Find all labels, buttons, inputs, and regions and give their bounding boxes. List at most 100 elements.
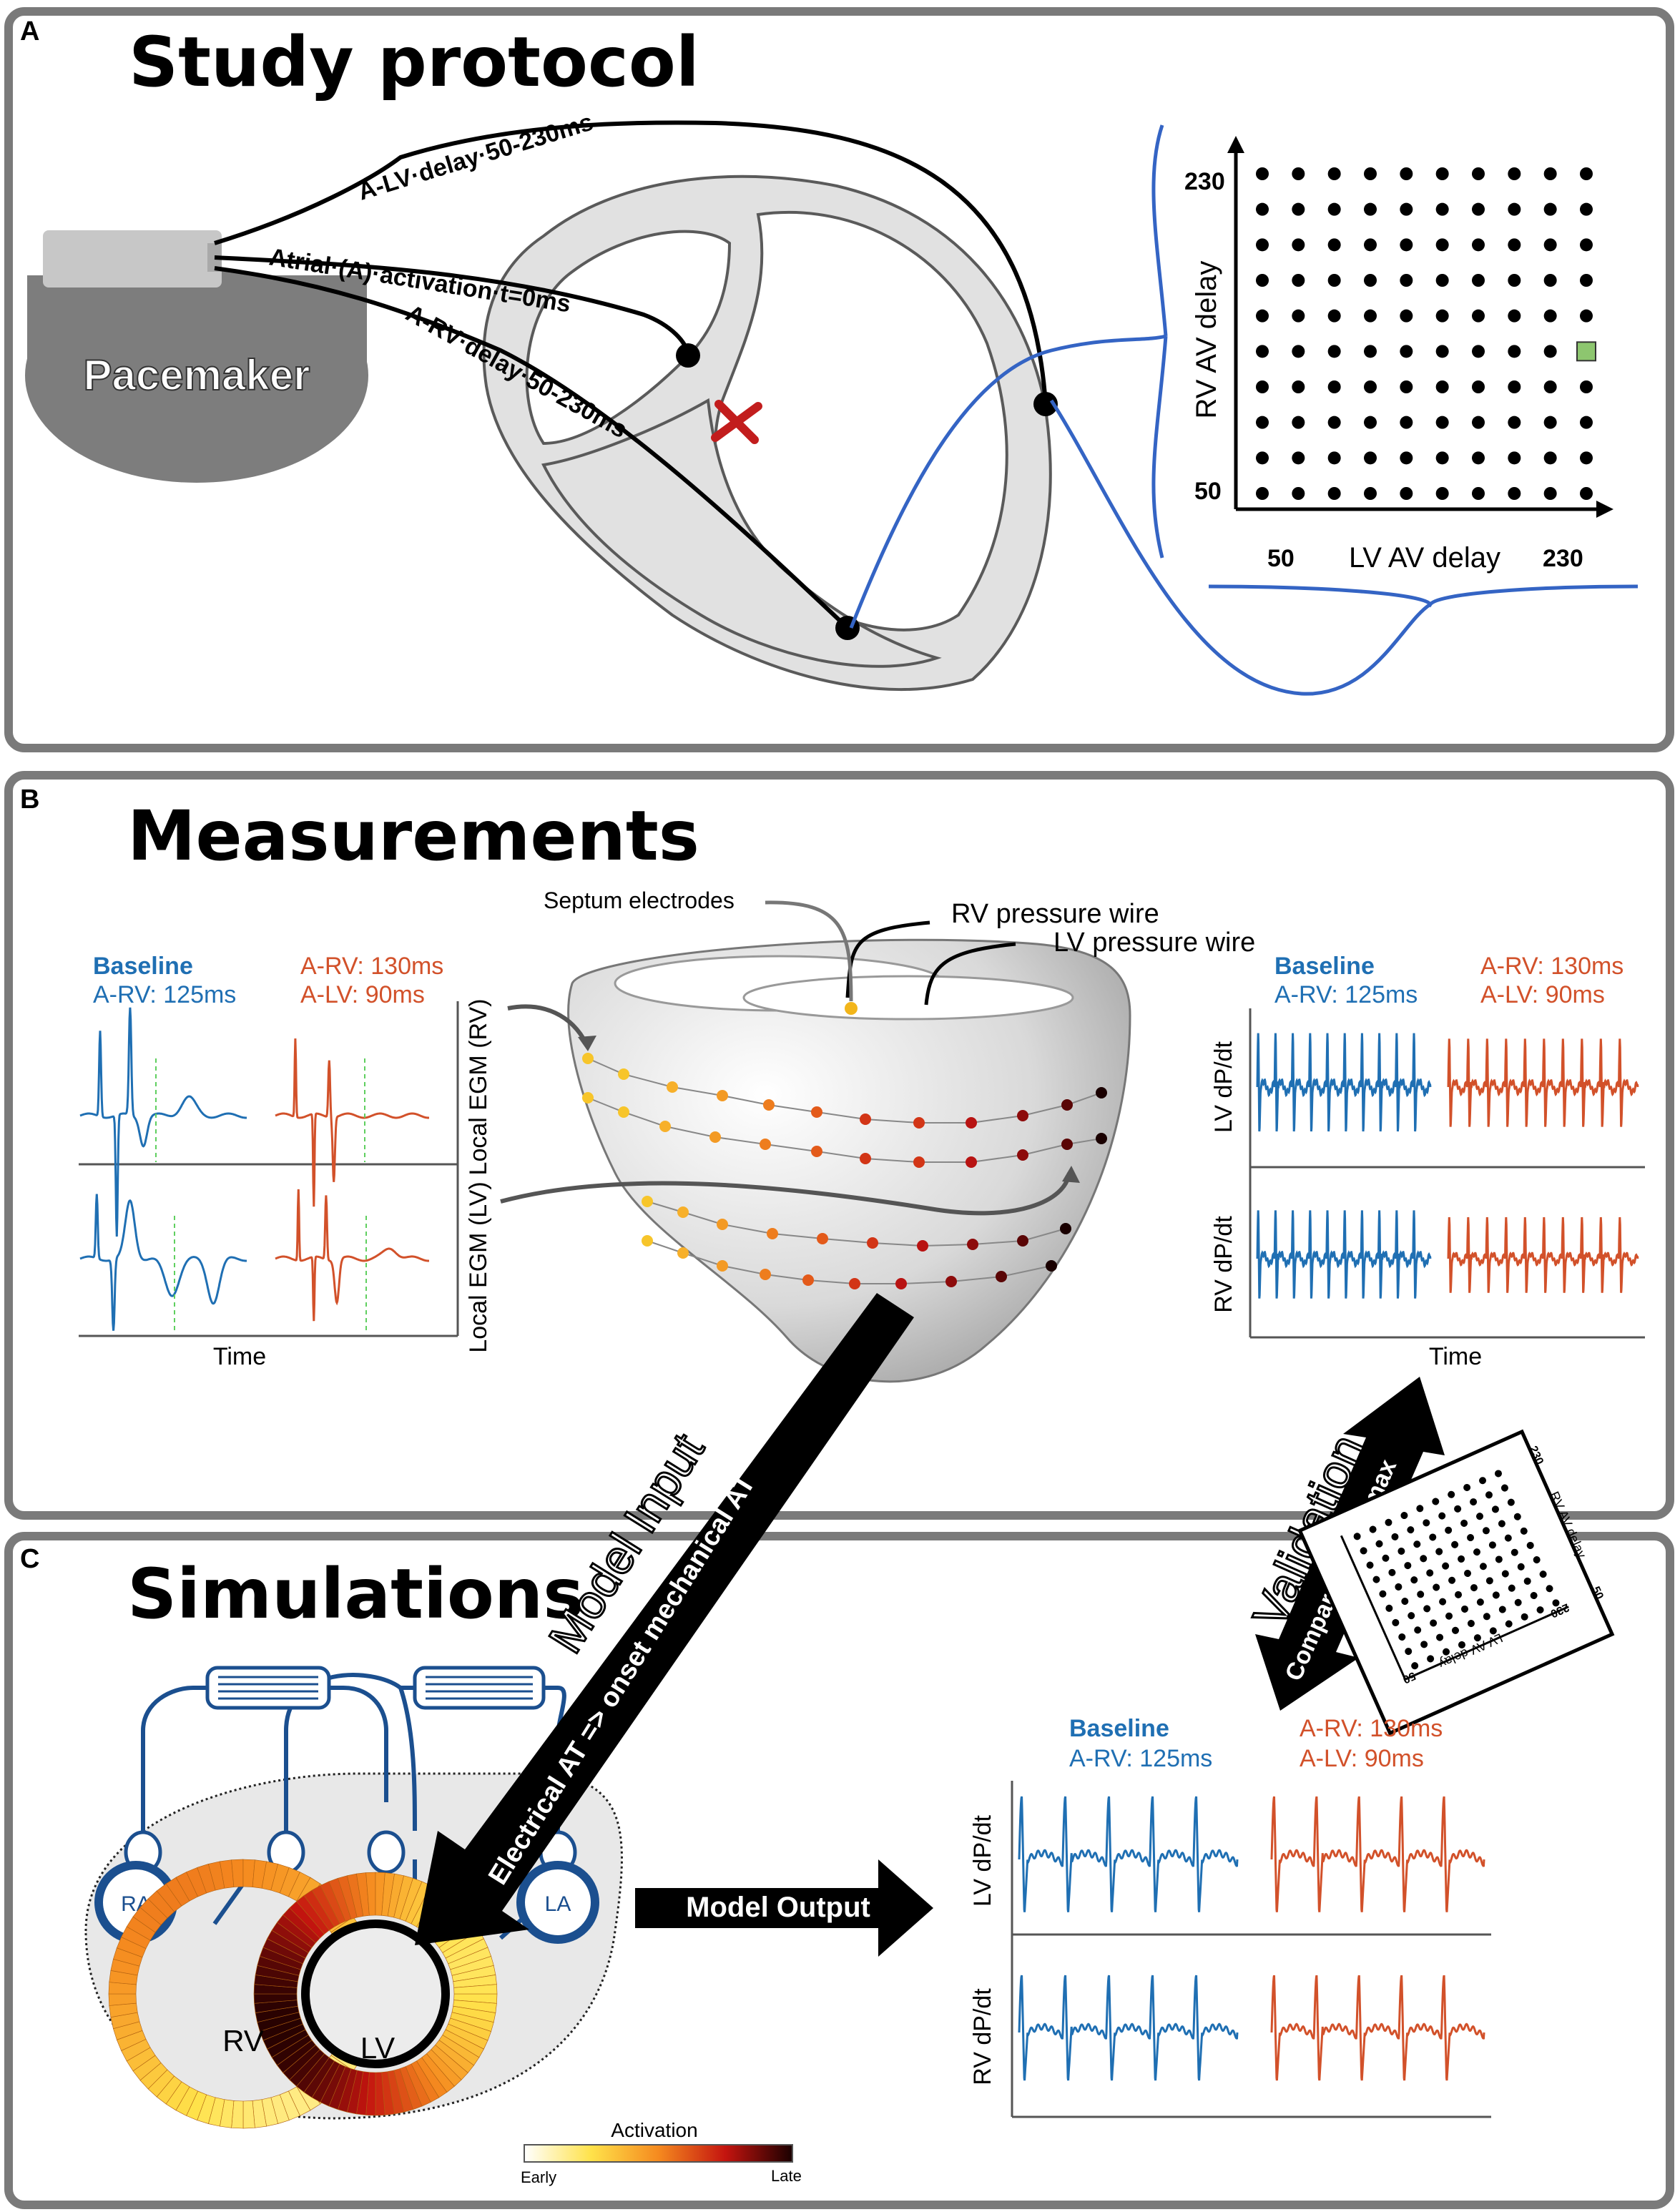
lv-electrode	[1033, 392, 1058, 416]
grid-dot	[1364, 487, 1377, 500]
electrode	[1060, 1223, 1071, 1234]
mini-dot	[1536, 1606, 1544, 1614]
electrode	[913, 1117, 925, 1129]
electrode	[860, 1114, 871, 1125]
electrode	[1096, 1133, 1107, 1144]
grid-dot	[1327, 309, 1341, 323]
electrode	[996, 1271, 1007, 1282]
mini-dot	[1408, 1612, 1415, 1620]
mini-dot	[1501, 1570, 1509, 1578]
grid-y-label: RV AV delay	[1191, 261, 1222, 419]
mini-dot	[1451, 1540, 1459, 1548]
grid-dot	[1364, 309, 1377, 323]
mini-dot	[1369, 1525, 1377, 1533]
panel-a-letter: A	[20, 16, 39, 46]
electrode	[1061, 1139, 1073, 1150]
mini-dot	[1382, 1554, 1390, 1562]
mini-dot	[1448, 1490, 1455, 1498]
grid-dot	[1508, 167, 1521, 180]
mini-dot	[1458, 1555, 1465, 1563]
mini-dot	[1443, 1648, 1450, 1656]
grid-dot	[1292, 167, 1305, 180]
meas-time-label: Time	[1429, 1343, 1482, 1370]
grid-dot	[1256, 238, 1269, 252]
mini-dot	[1470, 1584, 1478, 1592]
mini-dot	[1405, 1648, 1413, 1656]
electrode	[677, 1206, 689, 1218]
sim-baseline-arv: A-RV: 125ms	[1069, 1745, 1212, 1772]
sim-rv-label: RV dP/dt	[969, 1988, 996, 2085]
grid-dot	[1256, 451, 1269, 465]
grid-dot	[1472, 487, 1485, 500]
electrode	[582, 1053, 594, 1064]
grid-dot	[1580, 167, 1593, 180]
egm-baseline-arv: A-RV: 125ms	[93, 981, 236, 1008]
grid-dot	[1580, 238, 1593, 252]
electrode	[913, 1156, 925, 1168]
grid-dot	[1580, 380, 1593, 393]
grid-dot	[1508, 202, 1521, 216]
grid-dot	[1472, 345, 1485, 358]
mini-dot	[1442, 1562, 1450, 1570]
electrode	[1096, 1087, 1107, 1098]
mini-dot	[1392, 1618, 1400, 1626]
mini-dot	[1521, 1613, 1528, 1621]
electrode	[802, 1274, 814, 1286]
panel-c-title: Simulations	[127, 1554, 584, 1634]
grid-x-min: 50	[1267, 545, 1295, 572]
panel-a-title: Study protocol	[129, 22, 699, 102]
electrode	[811, 1106, 822, 1118]
grid-dot	[1400, 451, 1413, 465]
grid-dot	[1364, 451, 1377, 465]
mini-dot	[1438, 1512, 1446, 1520]
grid-dot	[1543, 416, 1557, 429]
grid-dot	[1472, 309, 1485, 323]
mini-dot	[1533, 1556, 1541, 1564]
grid-dot	[1292, 238, 1305, 252]
mini-dot	[1379, 1590, 1387, 1598]
grid-dot	[1292, 309, 1305, 323]
grid-dot	[1400, 380, 1413, 393]
mini-dot	[1514, 1598, 1522, 1606]
grid-dot	[1435, 380, 1449, 393]
electrode	[717, 1219, 728, 1230]
mini-dot	[1491, 1505, 1499, 1513]
pacemaker: Pacemaker	[25, 230, 368, 483]
grid-y-max: 230	[1184, 168, 1225, 195]
grid-dot	[1543, 202, 1557, 216]
electrode	[659, 1121, 671, 1132]
electrode-lead	[587, 1097, 1102, 1163]
electrode	[895, 1278, 907, 1289]
activation-segment	[453, 1984, 498, 1995]
grid-dot	[1543, 451, 1557, 465]
mini-dot	[1498, 1520, 1505, 1528]
pacing-leads	[214, 120, 1048, 630]
mini-dot	[1483, 1613, 1490, 1621]
mini-x-min: 50	[1400, 1669, 1417, 1686]
mini-dot	[1470, 1498, 1478, 1506]
electrode	[966, 1156, 977, 1168]
mini-grid-card: LV AV delay 230 50 RV AV delay 230 50	[1297, 1429, 1615, 1736]
grid-dot	[1435, 416, 1449, 429]
grid-dot	[1364, 380, 1377, 393]
mini-dot	[1395, 1583, 1403, 1591]
electrode	[860, 1153, 871, 1164]
electrode	[763, 1099, 775, 1111]
mini-dot	[1476, 1513, 1484, 1520]
mini-dot	[1492, 1591, 1500, 1599]
electrode	[917, 1240, 928, 1252]
grid-dot	[1508, 345, 1521, 358]
grid-x-label: LV AV delay	[1349, 542, 1500, 574]
mini-y-min: 50	[1589, 1585, 1606, 1601]
grid-dot	[1400, 309, 1413, 323]
mini-dot	[1539, 1570, 1547, 1578]
mini-dot	[1420, 1555, 1428, 1563]
grid-dot	[1580, 202, 1593, 216]
grid-dot	[1435, 487, 1449, 500]
grid-dot	[1256, 487, 1269, 500]
mini-dot	[1360, 1547, 1367, 1555]
grid-dot	[1508, 487, 1521, 500]
sim-baseline-label: Baseline	[1069, 1715, 1169, 1742]
grid-dot	[1256, 345, 1269, 358]
grid-dot	[1400, 416, 1413, 429]
